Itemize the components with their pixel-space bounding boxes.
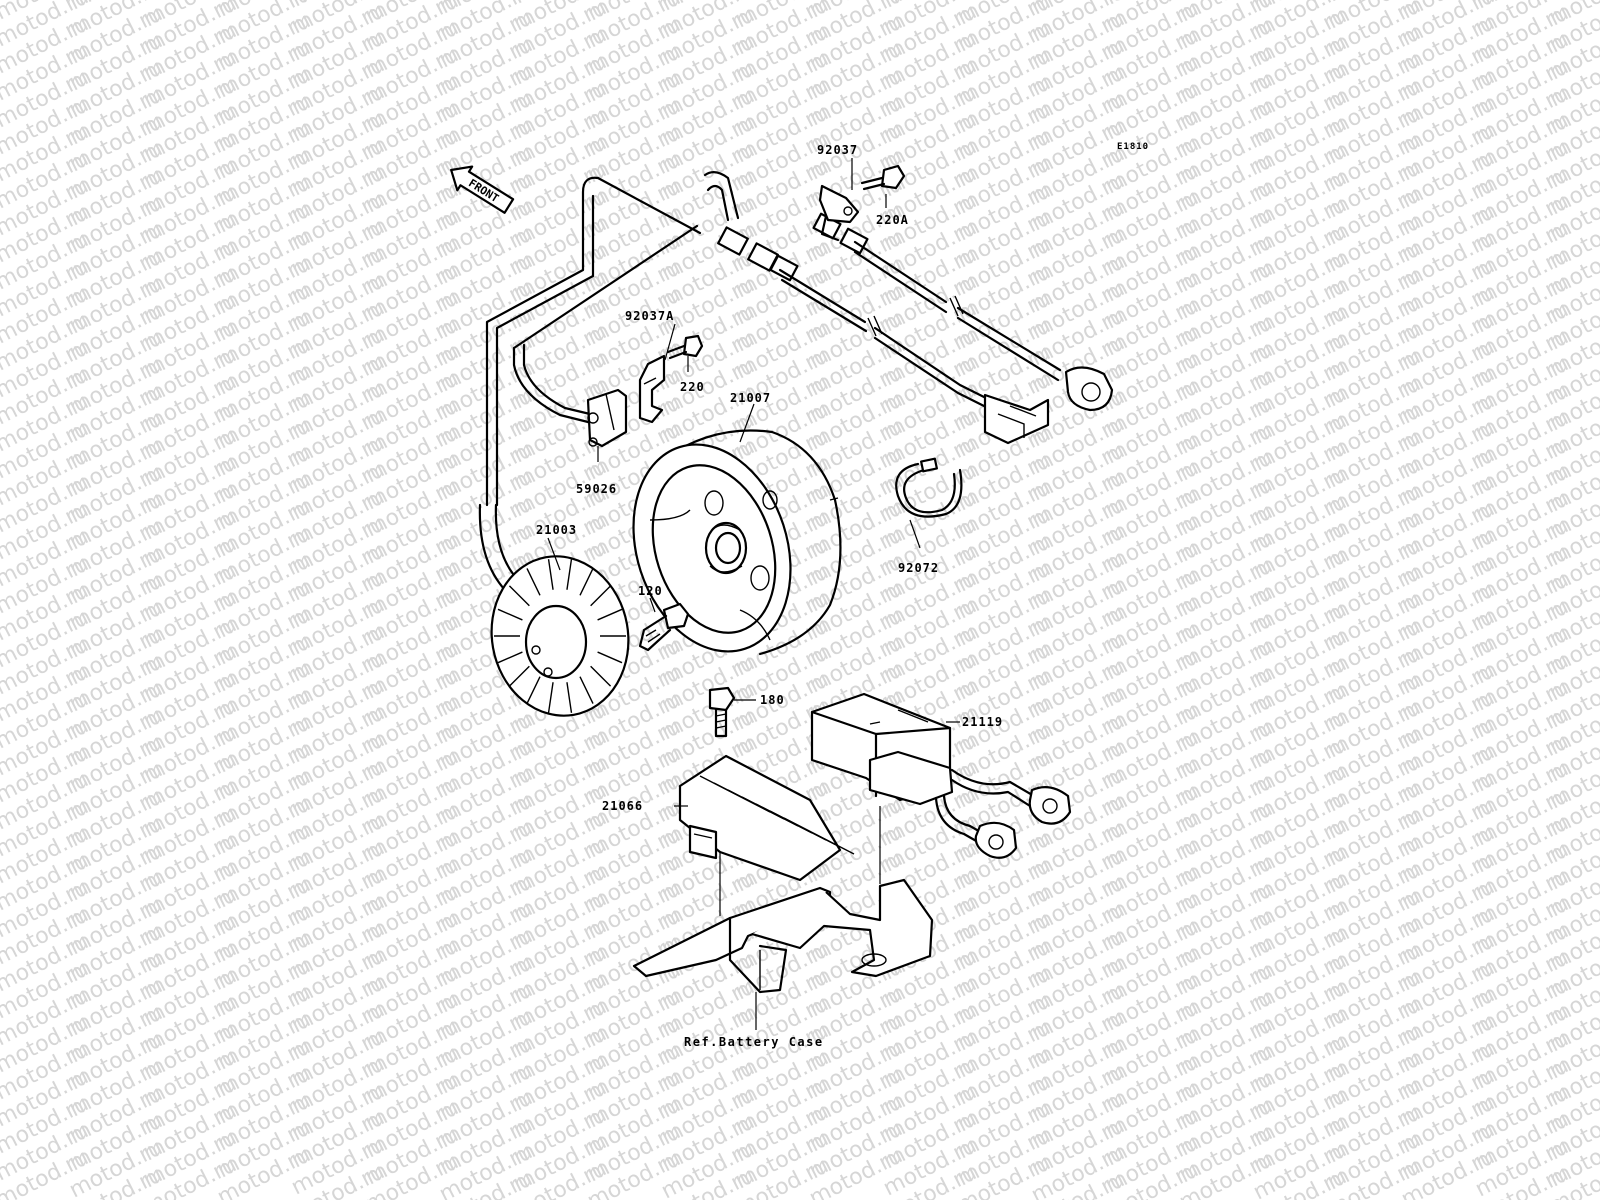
label-21003: 21003: [536, 523, 577, 537]
diagram-code: E1810: [1117, 142, 1149, 152]
label-92072: 92072: [898, 561, 939, 575]
label-220A: 220A: [876, 213, 909, 227]
label-ref-battery-case: Ref.Battery Case: [684, 1035, 824, 1049]
label-180: 180: [760, 693, 785, 707]
label-21119: 21119: [962, 715, 1003, 729]
label-120: 120: [638, 584, 663, 598]
label-92037A: 92037A: [625, 309, 674, 323]
label-220: 220: [680, 380, 705, 394]
label-92037: 92037: [817, 143, 858, 157]
label-21007: 21007: [730, 391, 771, 405]
label-59026: 59026: [576, 482, 617, 496]
label-21066: 21066: [602, 799, 643, 813]
